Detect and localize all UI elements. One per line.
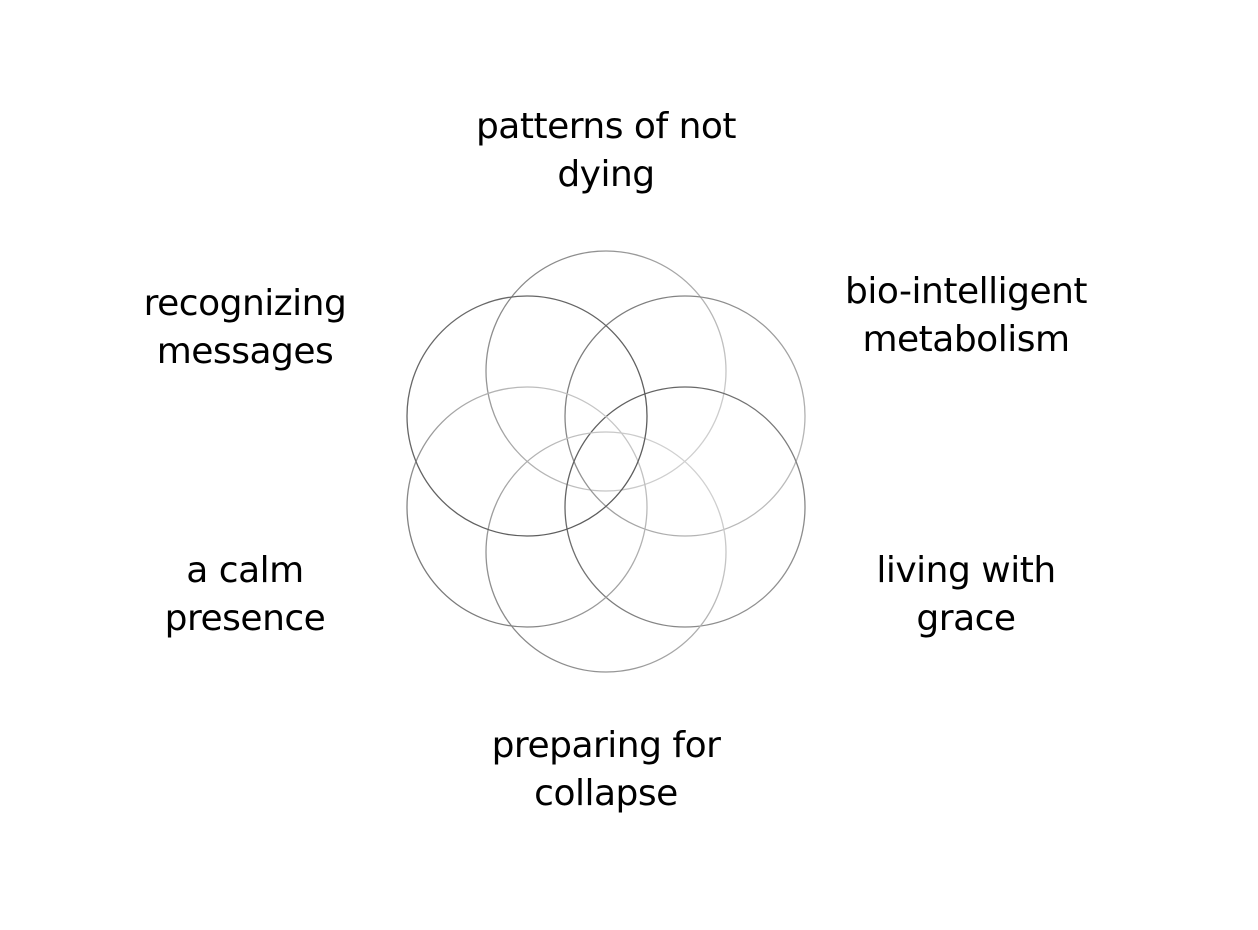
label-line: recognizing — [143, 283, 347, 324]
petal-circle-bottom-left — [406, 386, 648, 628]
label-living-with-grace: living with grace — [806, 547, 1126, 643]
label-line: messages — [156, 331, 334, 372]
petal-circle-bottom — [485, 431, 727, 673]
petal-circle-top — [485, 250, 727, 492]
label-line: metabolism — [862, 319, 1070, 360]
label-bio-intelligent-metabolism: bio-intelligent metabolism — [806, 268, 1126, 364]
label-line: living with — [876, 550, 1056, 591]
label-line: presence — [164, 598, 326, 639]
label-line: grace — [916, 598, 1016, 639]
label-line: preparing for — [491, 725, 721, 766]
label-recognizing-messages: recognizing messages — [85, 280, 405, 376]
label-line: bio-intelligent — [844, 271, 1088, 312]
label-a-calm-presence: a calm presence — [85, 547, 405, 643]
label-line: a calm — [186, 550, 304, 591]
petal-circle-top-right — [564, 295, 806, 537]
label-line: collapse — [534, 773, 678, 814]
label-line: patterns of not — [475, 106, 737, 147]
petal-circle-bottom-right — [564, 386, 806, 628]
label-preparing-for-collapse: preparing for collapse — [446, 722, 766, 818]
label-patterns-of-not-dying: patterns of not dying — [446, 103, 766, 199]
petal-circle-top-left — [406, 295, 648, 537]
label-line: dying — [557, 154, 655, 195]
